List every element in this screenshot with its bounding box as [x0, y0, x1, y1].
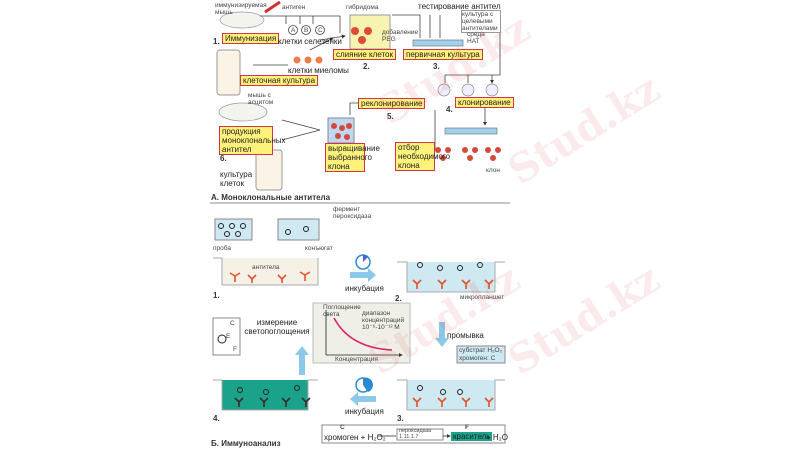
- equation-c: C: [340, 424, 345, 431]
- sample-label: проба: [213, 245, 231, 252]
- step-number: 4.: [213, 414, 220, 423]
- graph-ylabel: Поглощение света: [323, 304, 361, 318]
- substrate-label: субстрат H₂O₂: [459, 347, 503, 354]
- conjugate-box: [277, 218, 320, 241]
- step-number: 3.: [433, 62, 440, 71]
- formula-box: [212, 317, 241, 356]
- well: [213, 257, 319, 286]
- graph-xlabel: Концентрация: [335, 356, 378, 363]
- enzyme-label: фермент пероксидаза: [333, 206, 372, 220]
- formula-c: C: [230, 320, 235, 327]
- syringe-icon: [264, 0, 281, 14]
- culture-bottle-2: [255, 149, 283, 191]
- antigen-label: антиген: [282, 4, 306, 11]
- calibration-curve: [333, 317, 393, 351]
- recloning-box: реклонирование: [358, 98, 426, 109]
- primary-culture-box: первичная культура: [403, 49, 483, 60]
- incubation-label-2: инкубация: [345, 407, 384, 416]
- myeloma-cells-label: клетки миеломы: [288, 66, 349, 75]
- hybridoma-label: гибридома: [346, 4, 379, 11]
- ascites-mouse-label: мышь с асцитом: [248, 92, 274, 106]
- step-number: 4.: [446, 105, 453, 114]
- antibody-testing-label: тестирование антител: [418, 2, 501, 11]
- growing-clone-box: выращивание выбранного клона: [325, 143, 380, 172]
- mouse-icon: [218, 11, 268, 122]
- arrow-down: [435, 322, 449, 347]
- measurement-label: измерение светопоглощения: [244, 318, 310, 336]
- step-number: 1.: [213, 37, 220, 46]
- arrow-left: [350, 392, 376, 406]
- cloning-dishes: [437, 83, 499, 97]
- hat-medium-label: среда НАТ: [467, 31, 485, 45]
- culture-bottle: [216, 49, 241, 96]
- step-number: 2.: [395, 294, 402, 303]
- equation-f: F: [465, 424, 469, 431]
- step-number: 3.: [397, 414, 404, 423]
- graph-range-label: диапазон концентраций 10⁻⁶-10⁻¹² M: [362, 310, 405, 331]
- arrow-up: [295, 346, 309, 375]
- timer-icon-2: [355, 377, 373, 393]
- microplate-well-2: [397, 261, 505, 293]
- conjugate-label: конъюгат: [305, 245, 333, 252]
- section-a-title: А. Моноклональные антитела: [211, 193, 331, 202]
- antigen-a: A: [291, 27, 296, 34]
- primary-culture-plate: [412, 39, 464, 47]
- spleen-cells-label: клетки селезенки: [278, 37, 342, 46]
- incubation-label: инкубация: [345, 284, 384, 293]
- production-box: продукция моноклональных антител: [219, 126, 285, 155]
- microplate-label: микропланшет: [460, 294, 505, 301]
- equation-right: + H₂O: [486, 433, 508, 442]
- substrate-box: [456, 345, 506, 364]
- step-number: 1.: [213, 291, 220, 300]
- formula-e: E: [226, 333, 231, 340]
- equation-enzyme: пероксидаза 1.11.1.7: [399, 428, 432, 440]
- cell-culture-label: культура клеток: [220, 170, 253, 188]
- target-culture-box: культура с целевыми антителами: [461, 10, 501, 33]
- equation-left: хромоген + H₂O₂: [324, 433, 386, 442]
- washing-label: промывка: [447, 331, 484, 340]
- cell-fusion-box: слияние клеток: [333, 49, 396, 60]
- spleen-cells: [288, 25, 325, 35]
- microplate-well-4: [213, 379, 318, 411]
- formula-f: F: [233, 346, 237, 353]
- step-number: 5.: [387, 112, 394, 121]
- step-number: 2.: [363, 62, 370, 71]
- antigen-c: C: [318, 27, 323, 34]
- arrow-right: [350, 268, 376, 282]
- step-number: 6.: [220, 154, 227, 163]
- peg-label: добавление PEG: [382, 29, 419, 43]
- cloning-plate: [444, 127, 498, 135]
- myeloma-cells: [293, 56, 323, 64]
- antibodies-label: антитела: [252, 264, 280, 271]
- sample-box: [214, 218, 253, 241]
- selection-box: отбор необходимого клона: [395, 142, 450, 171]
- chromogen-label: хромоген: С: [459, 355, 496, 362]
- cell-culture-box: клеточная культура: [240, 75, 319, 86]
- timer-icon: [355, 254, 371, 270]
- equation-dye: краситель: [451, 432, 493, 441]
- clone-label: клон: [486, 167, 500, 174]
- cloning-box: клонирование: [455, 97, 514, 108]
- graph-box: [312, 302, 411, 364]
- immunized-mouse-label: иммунизируемая мышь: [215, 2, 267, 16]
- section-b-title: Б. Иммуноанализ: [211, 439, 281, 448]
- immunization-box: Иммунизация: [222, 33, 280, 44]
- antigen-b: B: [304, 27, 309, 34]
- microplate-well-3: [397, 379, 505, 411]
